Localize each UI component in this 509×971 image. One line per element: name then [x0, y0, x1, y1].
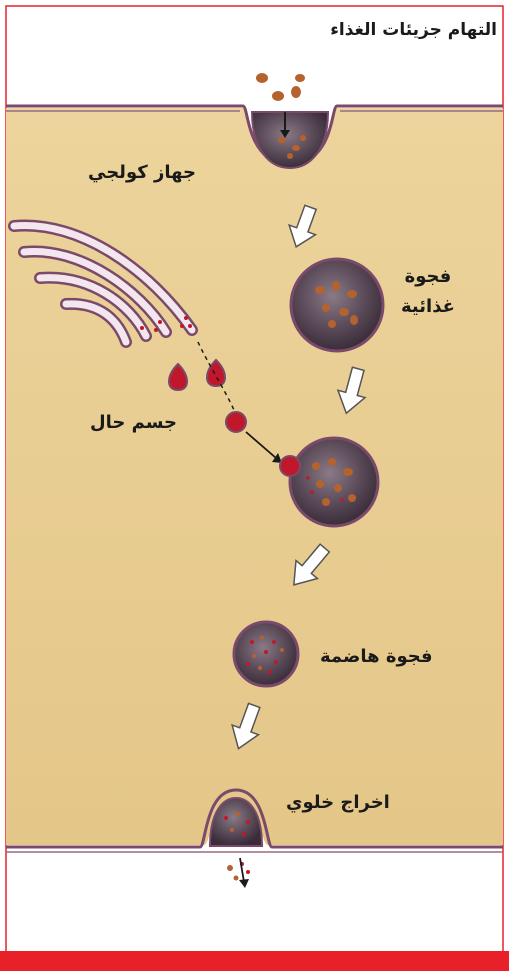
food-vacuole [291, 259, 383, 351]
lysosome [226, 412, 246, 432]
fusing-lysosome [280, 456, 300, 476]
fusing-vacuole [290, 438, 378, 526]
exit-arrow [240, 858, 244, 882]
label-food-vacuole-line1: فجوة [401, 262, 455, 292]
released-particles [227, 862, 250, 881]
label-golgi: جهاز كولجي [88, 162, 196, 183]
label-lysosome: جسم حال [90, 412, 177, 433]
bottom-accent-bar [0, 951, 509, 971]
label-food-vacuole-line2: غذائية [401, 292, 455, 322]
label-food-vacuole: فجوة غذائية [401, 262, 455, 322]
diagram-title: التهام جزيئات الغذاء [330, 20, 497, 40]
label-digestive-vacuole: فجوة هاضمة [320, 646, 433, 667]
label-exocytosis: اخراج خلوي [286, 792, 390, 813]
exit-arrow-head [239, 879, 249, 888]
